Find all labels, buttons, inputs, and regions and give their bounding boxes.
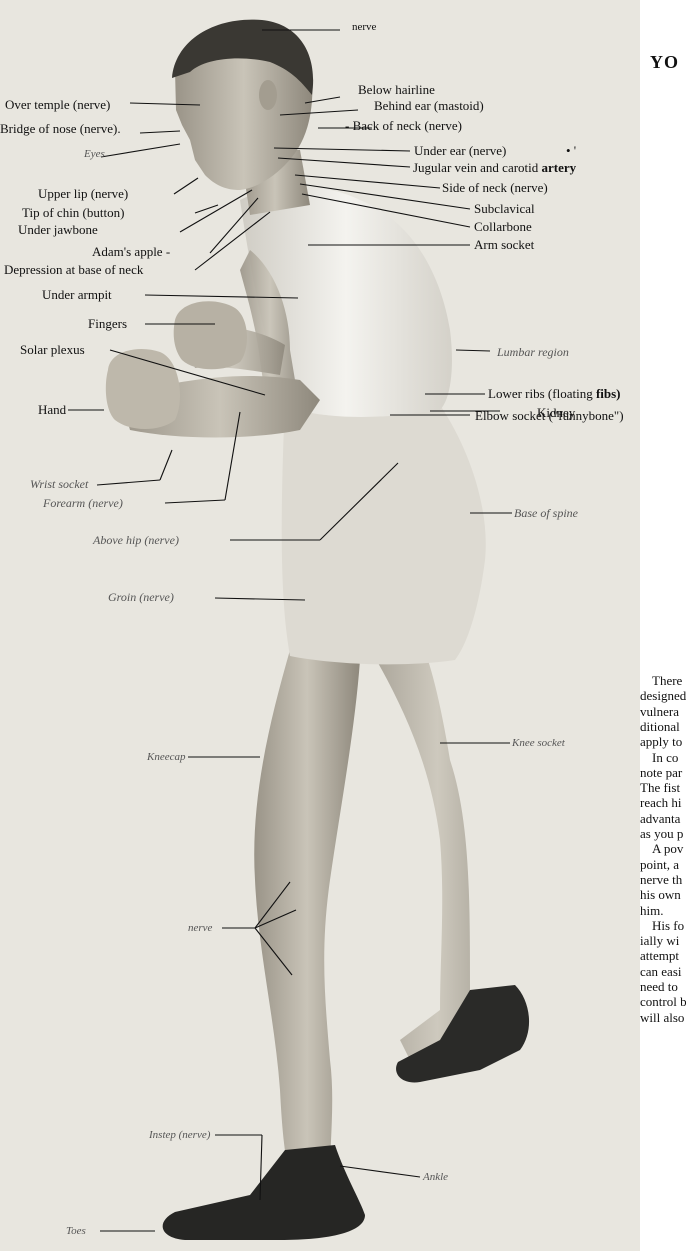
- label-instep: Instep (nerve): [149, 1128, 210, 1143]
- front-shoe: [163, 1145, 365, 1240]
- label-behind-ear: Behind ear (mastoid): [374, 98, 484, 113]
- label-side-of-neck: Side of neck (nerve): [442, 180, 548, 195]
- label-adams-apple: Adam's apple -: [92, 244, 170, 259]
- paragraph-line: need to: [640, 979, 678, 994]
- arrow: [160, 450, 172, 480]
- paragraph-line: as you p: [640, 826, 683, 841]
- label-dot: • ': [566, 143, 576, 158]
- paragraph-line: ditional: [640, 719, 680, 734]
- label-artery: artery: [542, 160, 577, 175]
- label-wrist-socket: Wrist socket: [30, 477, 88, 492]
- paragraph-line: vulnera: [640, 704, 679, 719]
- paragraph-line: control b: [640, 994, 686, 1009]
- arrow: [456, 350, 490, 351]
- label-jugular-text: Jugular vein and carotid: [413, 160, 538, 175]
- arrow: [180, 190, 252, 232]
- paragraph-line: nerve th: [640, 872, 682, 887]
- label-lower-ribs-text: Lower ribs (floating: [488, 386, 593, 401]
- paragraph-line: advanta: [640, 811, 680, 826]
- arrow: [340, 1166, 420, 1177]
- paragraph-line: His fo: [652, 918, 684, 933]
- label-nerve-top: nerve: [352, 20, 376, 35]
- label-upper-lip: Upper lip (nerve): [38, 186, 128, 201]
- paragraph-line: point, a: [640, 857, 679, 872]
- paragraph-line: apply to: [640, 734, 682, 749]
- front-leg: [254, 650, 360, 1175]
- arrow: [101, 144, 180, 157]
- label-arm-socket: Arm socket: [474, 237, 534, 252]
- label-bridge-of-nose: Bridge of nose (nerve).: [0, 121, 121, 136]
- shorts: [282, 400, 486, 664]
- paragraph-line: A pov: [652, 841, 683, 856]
- label-below-hairline: Below hairline: [358, 82, 435, 97]
- paragraph-line: There: [652, 673, 682, 688]
- label-toes: Toes: [66, 1224, 86, 1239]
- right-fist: [106, 349, 180, 429]
- paragraph-line: him.: [640, 903, 663, 918]
- paragraph-line: reach hi: [640, 795, 682, 810]
- label-knee-socket: Knee socket: [512, 736, 565, 751]
- arrow: [97, 480, 160, 485]
- label-ankle: Ankle: [423, 1170, 448, 1185]
- paragraph-line: ially wi: [640, 933, 679, 948]
- label-jugular: Jugular vein and carotid artery: [413, 160, 576, 175]
- label-fingers: Fingers: [88, 316, 127, 331]
- label-over-temple: Over temple (nerve): [5, 97, 110, 112]
- label-kneecap: Kneecap: [147, 750, 185, 765]
- paragraph-line: will also: [640, 1010, 684, 1025]
- label-elbow-socket: Elbow socket ("funnybone"): [475, 408, 624, 423]
- page-heading: YO: [650, 52, 679, 73]
- arrow: [140, 131, 180, 133]
- label-groin: Groin (nerve): [108, 590, 174, 605]
- label-lumbar-region: Lumbar region: [497, 345, 569, 360]
- arrow: [165, 500, 225, 503]
- paragraph-line: The fist: [640, 780, 680, 795]
- paragraph-line: can easi: [640, 964, 682, 979]
- left-fist: [174, 301, 247, 369]
- label-solar-plexus: Solar plexus: [20, 342, 85, 357]
- label-under-ear: Under ear (nerve): [414, 143, 506, 158]
- label-depression-base-of-neck: Depression at base of neck: [4, 262, 143, 277]
- label-eyes: Eyes: [84, 147, 105, 162]
- paragraph-line: In co: [652, 750, 678, 765]
- arrow: [174, 178, 198, 194]
- label-tip-of-chin: Tip of chin (button): [22, 205, 124, 220]
- label-above-hip: Above hip (nerve): [93, 533, 179, 548]
- label-back-of-neck: - Back of neck (nerve): [345, 118, 462, 133]
- label-base-of-spine: Base of spine: [514, 506, 578, 521]
- label-fibs: fibs): [596, 386, 621, 401]
- paragraph-line: attempt: [640, 948, 679, 963]
- label-nerve-leg: nerve: [188, 921, 212, 936]
- label-under-jawbone: Under jawbone: [18, 222, 98, 237]
- paragraph-line: his own: [640, 887, 681, 902]
- label-subclavical: Subclavical: [474, 201, 535, 216]
- ear: [259, 80, 277, 110]
- label-hand: Hand: [38, 402, 66, 417]
- paragraph-line: designed: [640, 688, 686, 703]
- label-under-armpit: Under armpit: [42, 287, 112, 302]
- label-forearm: Forearm (nerve): [43, 496, 123, 511]
- paragraph-line: note par: [640, 765, 682, 780]
- label-lower-ribs: Lower ribs (floating fibs): [488, 386, 621, 401]
- label-collarbone: Collarbone: [474, 219, 532, 234]
